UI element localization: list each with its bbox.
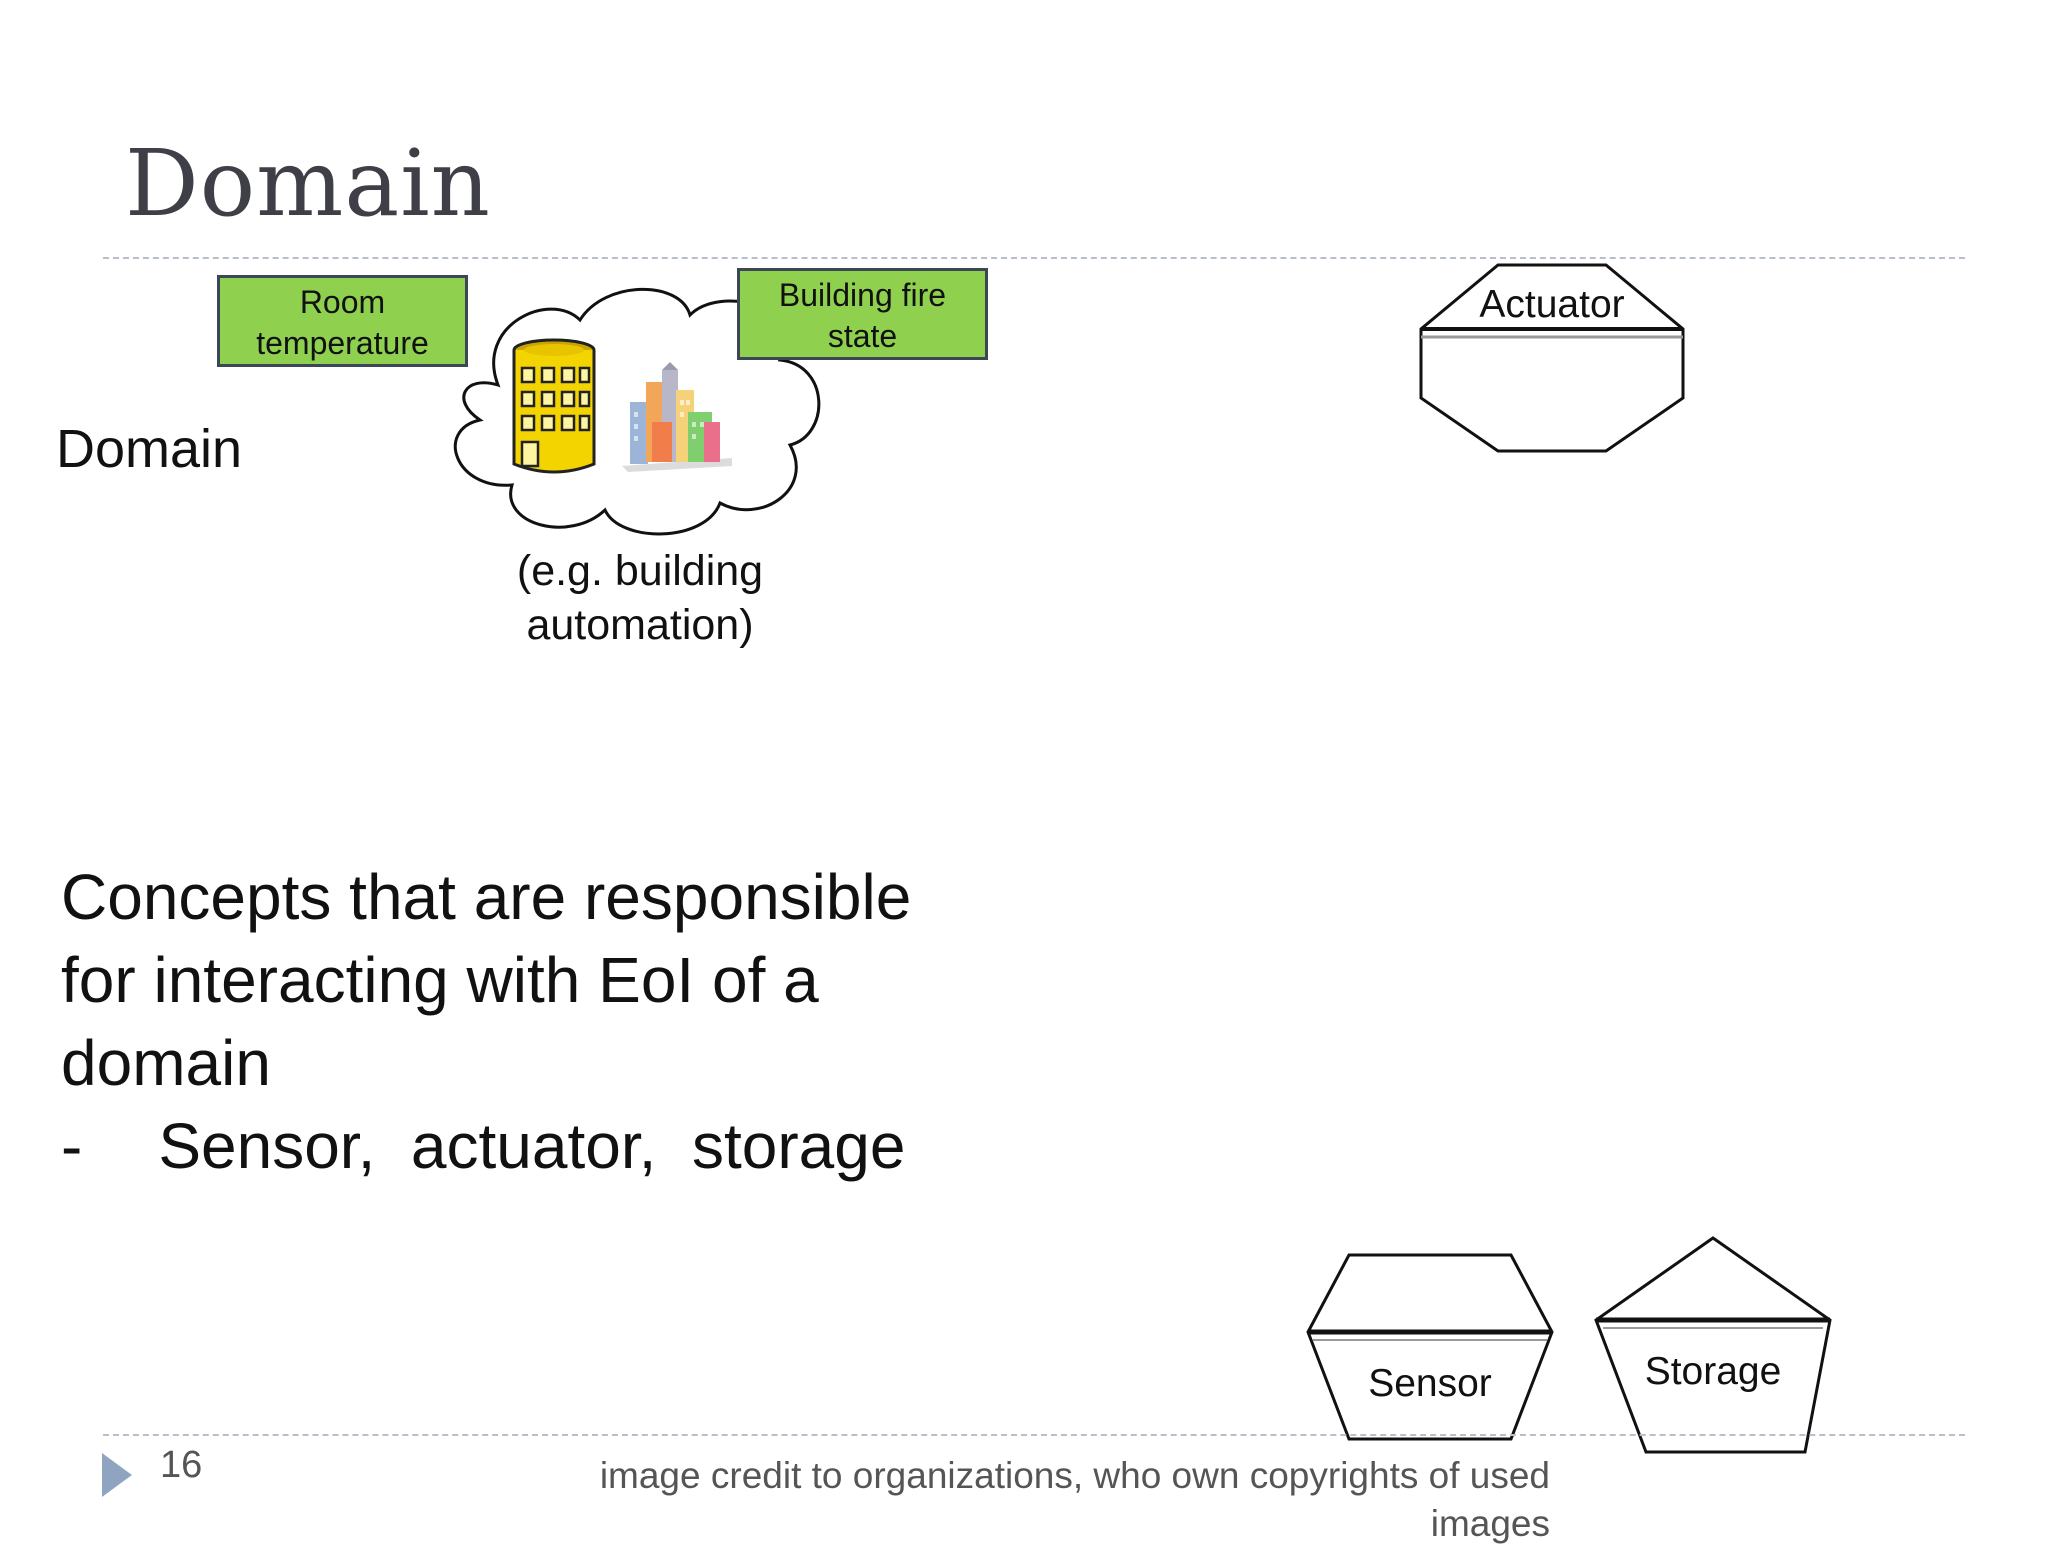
- bullet-item: - Sensor, actuator, storage: [61, 1105, 1041, 1188]
- building-fire-state-line-1: Building fire: [778, 277, 947, 313]
- concepts-text: Concepts that are responsible for intera…: [61, 856, 1041, 1188]
- page-number: 16: [160, 1444, 203, 1486]
- image-credit-line-1: image credit to organizations, who own c…: [599, 1455, 1550, 1496]
- storage-label: Storage: [1644, 1350, 1782, 1393]
- actuator-label: Actuator: [1479, 283, 1625, 326]
- sensor-shape: [1306, 1253, 1554, 1441]
- room-temperature-line-1: Room: [299, 284, 386, 320]
- bullet-text: Sensor, actuator, storage: [158, 1110, 906, 1182]
- example-caption-line-2: automation): [526, 601, 754, 649]
- top-divider: [103, 257, 1965, 259]
- concepts-line-2: for interacting with EoI of a: [61, 944, 819, 1016]
- image-credit-line-2: images: [1430, 1503, 1550, 1544]
- storage-shape: [1594, 1236, 1832, 1454]
- city-icon: [622, 362, 732, 472]
- building-fire-state-box: Building fire state: [737, 268, 988, 360]
- concepts-line-1: Concepts that are responsible: [61, 861, 912, 933]
- concepts-line-3: domain: [61, 1027, 271, 1099]
- building-icon: [512, 338, 596, 474]
- room-temperature-line-2: temperature: [256, 325, 429, 361]
- example-caption-line-1: (e.g. building: [516, 547, 764, 595]
- domain-label: Domain: [56, 419, 243, 479]
- building-fire-state-line-2: state: [827, 318, 898, 354]
- image-credit: image credit to organizations, who own c…: [480, 1452, 1550, 1548]
- bottom-divider: [103, 1434, 1965, 1436]
- sensor-label: Sensor: [1368, 1362, 1492, 1405]
- example-caption: (e.g. building automation): [470, 544, 810, 652]
- slide-title: Domain: [125, 130, 491, 237]
- triangle-right-icon: [102, 1453, 132, 1497]
- actuator-shape: [1419, 263, 1685, 453]
- bullet-marker: -: [61, 1110, 83, 1182]
- room-temperature-box: Room temperature: [217, 275, 468, 367]
